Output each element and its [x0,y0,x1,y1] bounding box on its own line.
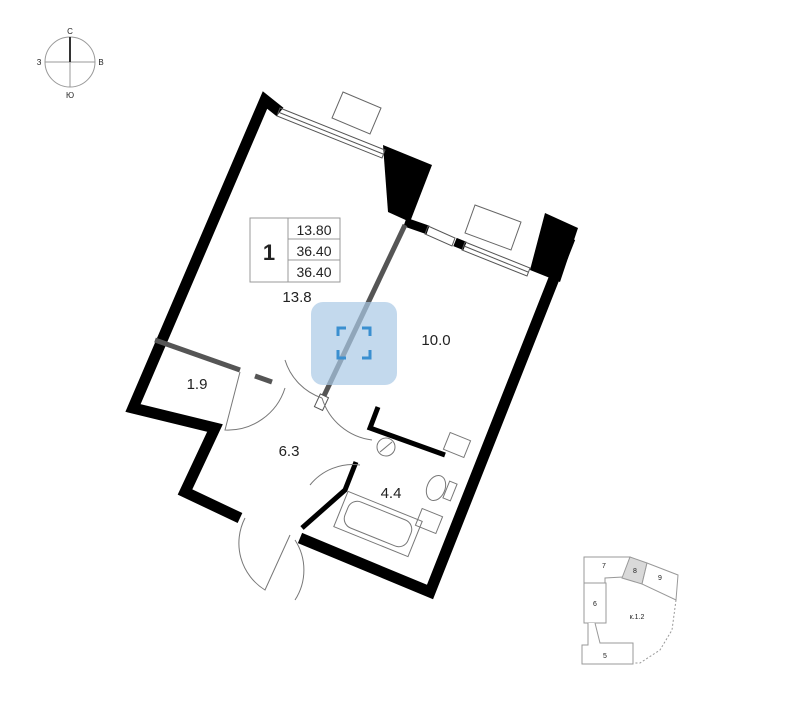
key-plan-section-7: 7 [602,563,606,570]
compass: С Ю З В [37,27,104,100]
room-area-hallway: 6.3 [279,443,300,460]
room-area-storage: 1.9 [187,376,208,393]
expand-icon [336,326,372,360]
room-area-living: 13.8 [282,289,311,306]
total-area-2: 36.40 [296,264,331,280]
key-plan-section-8: 8 [633,568,637,575]
bathroom-fixtures [333,431,472,558]
key-plan-section-9: 9 [658,575,662,582]
windows [276,107,531,277]
compass-east: В [98,58,103,67]
fullscreen-button[interactable] [311,302,397,385]
info-box [249,217,341,283]
room-count: 1 [263,240,275,265]
compass-south: Ю [66,91,74,100]
room-area-bedroom: 10.0 [421,332,450,349]
room-area-bathroom: 4.4 [381,485,402,502]
living-area: 13.80 [296,222,331,238]
key-plan-section-6: 6 [593,601,597,608]
outer-walls [125,91,578,600]
compass-west: З [37,58,42,67]
key-plan-section-5: 5 [603,653,607,660]
key-plan [581,556,679,665]
compass-north: С [67,27,73,36]
window-boxes [331,91,522,251]
total-area: 36.40 [296,243,331,259]
doors [224,359,373,601]
key-plan-building: к.1.2 [630,614,645,621]
